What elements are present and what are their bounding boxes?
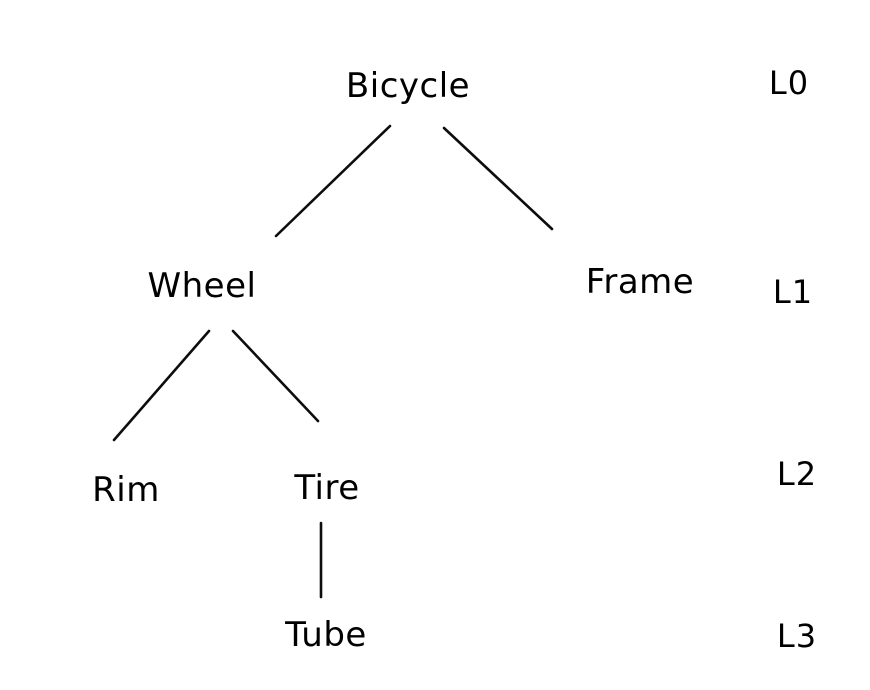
- node-bicycle[interactable]: Bicycle: [346, 66, 470, 106]
- edge-group: [112, 124, 554, 599]
- edge-wheel-rim: [112, 329, 211, 442]
- node-frame[interactable]: Frame: [586, 262, 694, 302]
- level-label-l2: L2: [777, 455, 817, 493]
- level-label-group: L0 L1 L2 L3: [769, 64, 817, 655]
- node-tube[interactable]: Tube: [284, 615, 367, 655]
- edge-bicycle-wheel: [274, 124, 392, 238]
- level-label-l0: L0: [769, 64, 809, 102]
- node-group: Bicycle Wheel Frame Rim Tire Tube: [92, 66, 694, 655]
- node-wheel[interactable]: Wheel: [148, 266, 257, 306]
- edge-wheel-tire: [231, 329, 320, 423]
- level-label-l1: L1: [773, 273, 813, 311]
- node-rim[interactable]: Rim: [92, 470, 160, 510]
- edge-bicycle-frame: [442, 126, 554, 231]
- node-tire[interactable]: Tire: [293, 468, 359, 508]
- level-label-l3: L3: [777, 617, 817, 655]
